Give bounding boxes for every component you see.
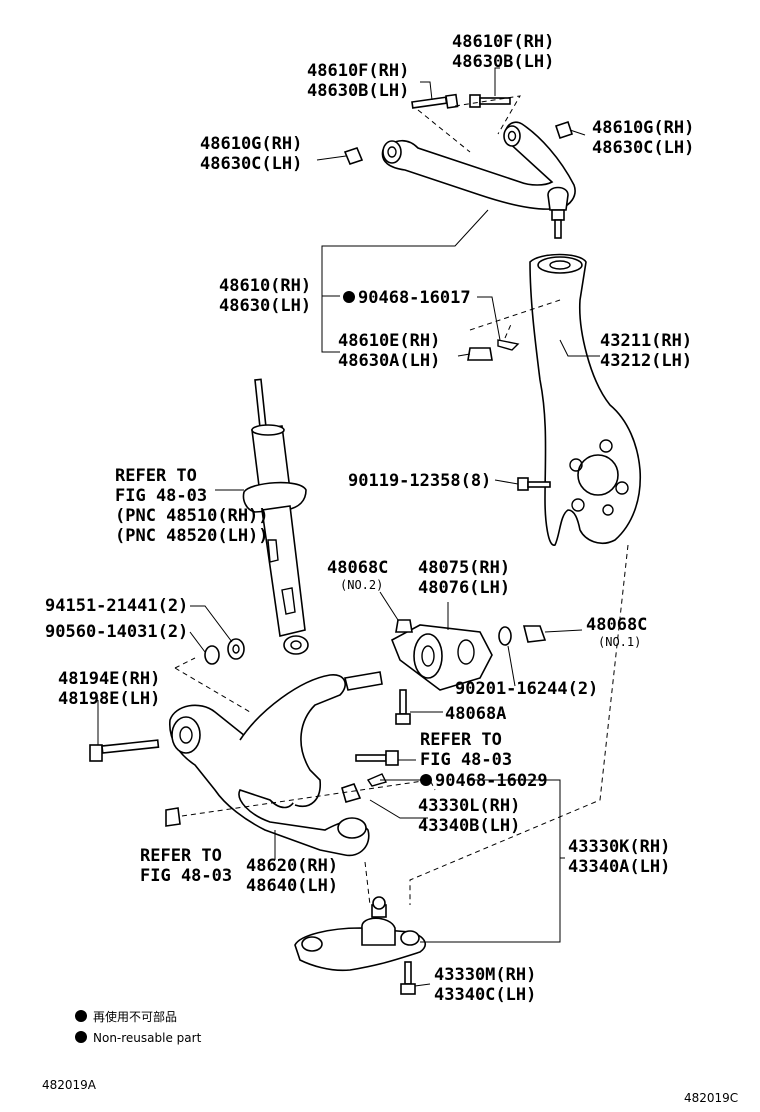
label-upper-bolt2-lh: 48630B(LH)	[452, 52, 554, 72]
label-bolt-lower-rh: 48194E(RH)	[58, 669, 160, 689]
label-washer-2: 90560-14031(2)	[45, 622, 188, 642]
label-lower-bolt-lh: 43340C(LH)	[434, 985, 536, 1005]
upper-bolt-left	[411, 93, 459, 109]
label-balljoint-upper-lh: 48630A(LH)	[338, 351, 440, 371]
lower-cotter-pin	[341, 773, 388, 803]
label-refer-2-fig: FIG 48-03	[420, 750, 512, 770]
refer-bolt	[355, 750, 399, 766]
label-nut-48068c-no2-note: (NO.2)	[340, 578, 383, 592]
upper-control-arm	[381, 121, 576, 239]
label-upper-bolt-lh: 48630B(LH)	[307, 81, 409, 101]
lower-ball-joint	[294, 896, 426, 972]
label-bush-lower-lh: 48076(LH)	[418, 578, 510, 598]
steering-knuckle	[529, 253, 642, 546]
bolt-48068a	[395, 689, 411, 725]
upper-bolt-right	[469, 94, 511, 108]
label-bush-right-lh: 48630C(LH)	[592, 138, 694, 158]
upper-bush-right	[554, 120, 574, 140]
legend-dot-jp	[75, 1010, 87, 1022]
label-lower-bolt-rh: 43330M(RH)	[434, 965, 536, 985]
legend-dot-en	[75, 1031, 87, 1043]
label-nut-48068c-no2: 48068C	[327, 558, 388, 578]
label-nut-48068c-no1-note: (NO.1)	[598, 635, 641, 649]
label-lower-bj2-rh: 43330K(RH)	[568, 837, 670, 857]
label-cotter-pin-1: 90468-16017	[358, 288, 471, 308]
lower-control-arm	[169, 671, 383, 857]
label-lower-bj2-lh: 43340A(LH)	[568, 857, 670, 877]
label-bush-left-lh: 48630C(LH)	[200, 154, 302, 174]
label-washer-3: 90201-16244(2)	[455, 679, 598, 699]
label-refer-1-pnc2: (PNC 48520(LH))	[115, 526, 269, 546]
label-lower-arm-lh: 48640(LH)	[246, 876, 338, 896]
label-lower-arm-rh: 48620(RH)	[246, 856, 338, 876]
lower-bushing	[390, 624, 493, 691]
label-bolt-lower-lh: 48198E(LH)	[58, 689, 160, 709]
label-refer-2: REFER TO	[420, 730, 502, 750]
label-upper-bolt2-rh: 48610F(RH)	[452, 32, 554, 52]
label-refer-1-fig: FIG 48-03	[115, 486, 207, 506]
label-refer-1-pnc1: (PNC 48510(RH))	[115, 506, 269, 526]
washer-nut-right	[498, 625, 547, 646]
lower-arm-bolt	[89, 739, 160, 762]
label-nut-48068c-no1: 48068C	[586, 615, 647, 635]
lower-nut	[165, 807, 181, 827]
upper-cotter-pin	[467, 339, 520, 361]
footer-right-code: 482019C	[684, 1091, 738, 1105]
label-lower-bj-rh: 43330L(RH)	[418, 796, 520, 816]
label-bolt-knuckle: 90119-12358(8)	[348, 471, 491, 491]
label-refer-3-fig: FIG 48-03	[140, 866, 232, 886]
upper-bush-left	[343, 147, 364, 165]
washer-pair	[204, 638, 245, 665]
label-refer-1: REFER TO	[115, 466, 197, 486]
label-knuckle-lh: 43212(LH)	[600, 351, 692, 371]
nonreusable-dot-1	[343, 291, 355, 303]
label-knuckle-rh: 43211(RH)	[600, 331, 692, 351]
label-bush-lower-rh: 48075(RH)	[418, 558, 510, 578]
label-washer-1: 94151-21441(2)	[45, 596, 188, 616]
legend-jp: 再使用不可部品	[93, 1009, 177, 1024]
label-upper-bolt-rh: 48610F(RH)	[307, 61, 409, 81]
legend-en: Non-reusable part	[93, 1031, 202, 1045]
label-upper-arm-rh: 48610(RH)	[219, 276, 311, 296]
shock-absorber	[242, 378, 309, 655]
label-upper-arm-lh: 48630(LH)	[219, 296, 311, 316]
nut-48068c-no2	[395, 619, 413, 633]
footer-left-code: 482019A	[42, 1078, 97, 1092]
label-refer-3: REFER TO	[140, 846, 222, 866]
label-lower-bj-lh: 43340B(LH)	[418, 816, 520, 836]
nonreusable-dot-2	[420, 774, 432, 786]
label-bush-left-rh: 48610G(RH)	[200, 134, 302, 154]
label-cotter-pin-2: 90468-16029	[435, 771, 548, 791]
label-bush-right-rh: 48610G(RH)	[592, 118, 694, 138]
label-balljoint-upper-rh: 48610E(RH)	[338, 331, 440, 351]
label-bolt-48068a: 48068A	[445, 704, 506, 724]
lower-bj-bolt	[400, 961, 416, 995]
